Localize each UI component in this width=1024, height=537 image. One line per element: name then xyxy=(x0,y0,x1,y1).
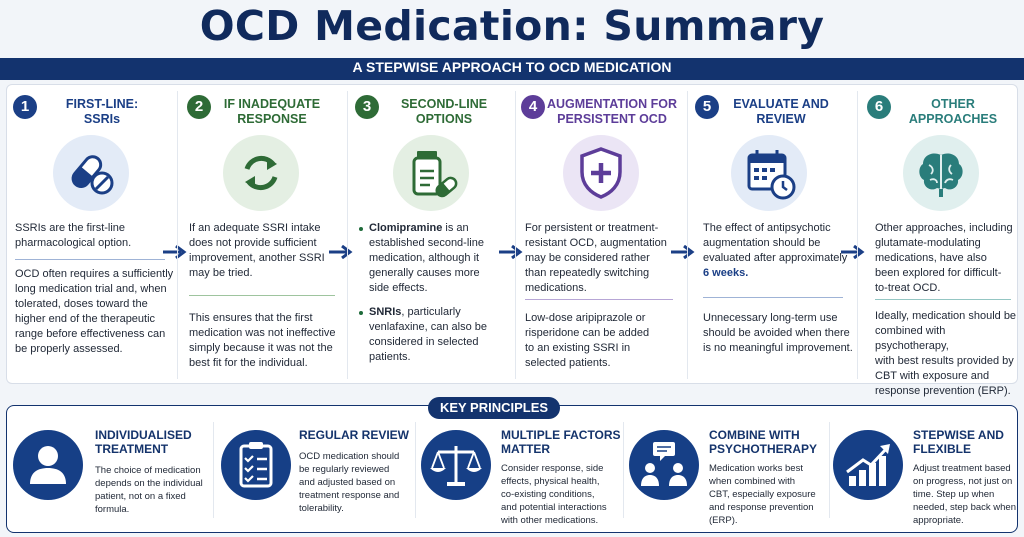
column-divider xyxy=(177,91,178,379)
divider-rule xyxy=(875,299,1011,300)
step-number-badge: 1 xyxy=(13,95,37,119)
scales-icon xyxy=(421,430,491,500)
column-divider xyxy=(857,91,858,379)
column-divider xyxy=(347,91,348,379)
subtitle-banner: A STEPWISE APPROACH TO OCD MEDICATION xyxy=(0,58,1024,80)
divider-rule xyxy=(15,259,165,260)
divider-rule xyxy=(703,297,843,298)
principle-title: REGULAR REVIEW xyxy=(299,428,410,442)
column-divider xyxy=(623,422,624,518)
step-title: FIRST-LINE:SSRIs xyxy=(65,97,139,126)
arrow-right-icon xyxy=(671,245,695,259)
column-divider xyxy=(415,422,416,518)
arrow-right-icon xyxy=(329,245,353,259)
arrow-right-icon xyxy=(163,245,187,259)
medicine-bottle-icon xyxy=(393,135,469,211)
steps-panel: 1 FIRST-LINE:SSRIs SSRIs are the first-l… xyxy=(6,84,1019,397)
step-bullet-1: Clomipramine is an established second-li… xyxy=(369,222,484,294)
step-number-badge: 4 xyxy=(521,95,545,119)
step-number-badge: 6 xyxy=(867,95,891,119)
capsule-pill-icon xyxy=(53,135,129,211)
person-icon xyxy=(13,430,83,500)
calendar-clock-icon xyxy=(731,135,807,211)
therapy-group-icon xyxy=(629,430,699,500)
column-divider xyxy=(687,91,688,379)
step-1: 1 FIRST-LINE:SSRIs SSRIs are the first-l… xyxy=(7,85,175,385)
step-number-badge: 5 xyxy=(695,95,719,119)
key-principles-label: KEY PRINCIPLES xyxy=(428,397,560,419)
brain-icon xyxy=(903,135,979,211)
shield-plus-icon xyxy=(563,135,639,211)
divider-rule xyxy=(525,299,673,300)
page-title: OCD Medication: Summary xyxy=(199,2,825,50)
step-bullet-2: SNRIs, particularly venlafaxine, can als… xyxy=(369,306,488,363)
column-divider xyxy=(213,422,214,518)
column-divider xyxy=(829,422,830,518)
page-subtitle: A STEPWISE APPROACH TO OCD MEDICATION xyxy=(352,59,672,75)
bullet-dot xyxy=(359,227,363,231)
step-paragraph-1: For persistent or treatment-resistant OC… xyxy=(525,222,667,294)
clipboard-checklist-icon xyxy=(221,430,291,500)
step-number-badge: 2 xyxy=(187,95,211,119)
arrow-right-icon xyxy=(841,245,865,259)
step-number-badge: 3 xyxy=(355,95,379,119)
growth-chart-icon xyxy=(833,430,903,500)
bullet-dot xyxy=(359,311,363,315)
refresh-icon xyxy=(223,135,299,211)
divider-rule xyxy=(189,295,335,296)
arrow-right-icon xyxy=(499,245,523,259)
column-divider xyxy=(515,91,516,379)
